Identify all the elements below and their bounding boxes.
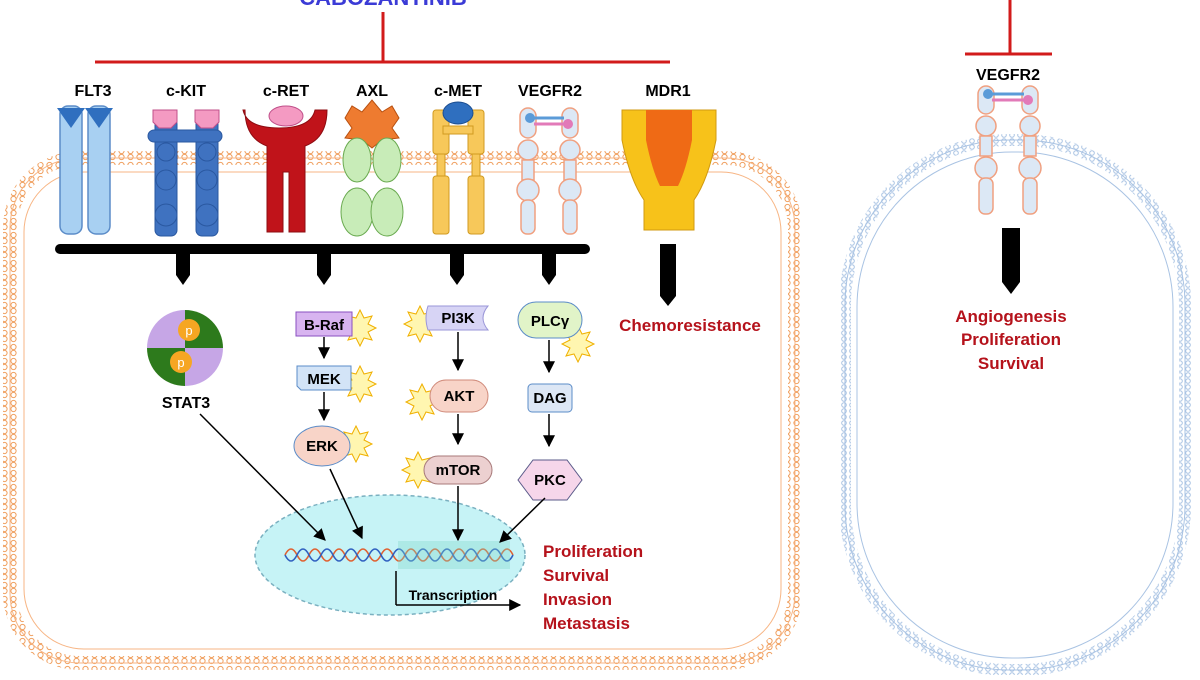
cret-receptor (242, 105, 328, 233)
outcome-proliferation: Proliferation (543, 542, 643, 561)
label-transcription: Transcription (409, 587, 498, 603)
dna-helix (284, 541, 514, 569)
label-vegfr2: VEGFR2 (518, 83, 582, 100)
label-cmet: c-MET (434, 83, 482, 100)
akt-node: AKT (404, 379, 489, 422)
mdr1-transporter (621, 109, 717, 231)
mek-node: MEK (296, 364, 378, 404)
endothelial-inhibition-bar (965, 0, 1052, 56)
phospho-2: p (177, 355, 184, 370)
nuclear-arrows (199, 413, 546, 543)
label-braf: B-Raf (304, 317, 345, 334)
outcome-survival: Survival (543, 566, 609, 585)
transcription-arrow (395, 571, 522, 611)
stat3-node: p p (147, 310, 223, 386)
label-erk: ERK (306, 438, 338, 455)
chemoresistance-label: Chemoresistance (619, 316, 761, 335)
label-pkc: PKC (534, 472, 566, 489)
dag-node: DAG (527, 383, 573, 413)
endothelial-outcomes: Angiogenesis Proliferation Survival (955, 307, 1066, 373)
inhibition-bar (95, 12, 670, 64)
label-akt: AKT (444, 388, 475, 405)
endothelial-signal-arrow (1002, 228, 1020, 294)
cmet-receptor (432, 101, 485, 235)
outcome-angiogenesis: Angiogenesis (955, 307, 1066, 326)
signal-bar (55, 244, 676, 306)
label-dag: DAG (533, 390, 566, 407)
nuclear-outcomes: Proliferation Survival Invasion Metastas… (543, 542, 643, 633)
label-flt3: FLT3 (74, 83, 111, 100)
label-plcy: PLCγ (531, 313, 570, 330)
label-stat3: STAT3 (162, 395, 210, 412)
pkc-node: PKC (517, 459, 583, 501)
pi3k-node: PI3K (402, 304, 490, 344)
outcome-endo-proliferation: Proliferation (961, 330, 1061, 349)
label-axl: AXL (356, 83, 388, 100)
outcome-endo-survival: Survival (978, 354, 1044, 373)
label-mek: MEK (307, 371, 341, 388)
phospho-1: p (185, 323, 192, 338)
outcome-metastasis: Metastasis (543, 614, 630, 633)
endothelial-vegfr2-receptor (974, 85, 1042, 215)
nucleus: Transcription (254, 494, 526, 616)
ckit-receptor (147, 109, 223, 237)
drug-title: CABOZANTINIB (299, 0, 466, 10)
label-mdr1: MDR1 (645, 83, 690, 100)
endothelial-cell-membrane (839, 134, 1191, 676)
label-pi3k: PI3K (441, 310, 475, 327)
tumor-cell-membrane (3, 151, 802, 670)
vegfr2-receptor (516, 107, 582, 235)
erk-node: ERK (293, 424, 374, 467)
label-ckit: c-KIT (166, 83, 206, 100)
label-endothelial-vegfr2: VEGFR2 (976, 67, 1040, 84)
mtor-node: mTOR (400, 450, 493, 490)
plcy-node: PLCγ (517, 301, 596, 364)
outcome-invasion: Invasion (543, 590, 612, 609)
label-cret: c-RET (263, 83, 309, 100)
axl-receptor (340, 99, 404, 237)
braf-node: B-Raf (295, 308, 378, 348)
label-mtor: mTOR (436, 462, 481, 479)
flt3-receptor (57, 105, 113, 235)
